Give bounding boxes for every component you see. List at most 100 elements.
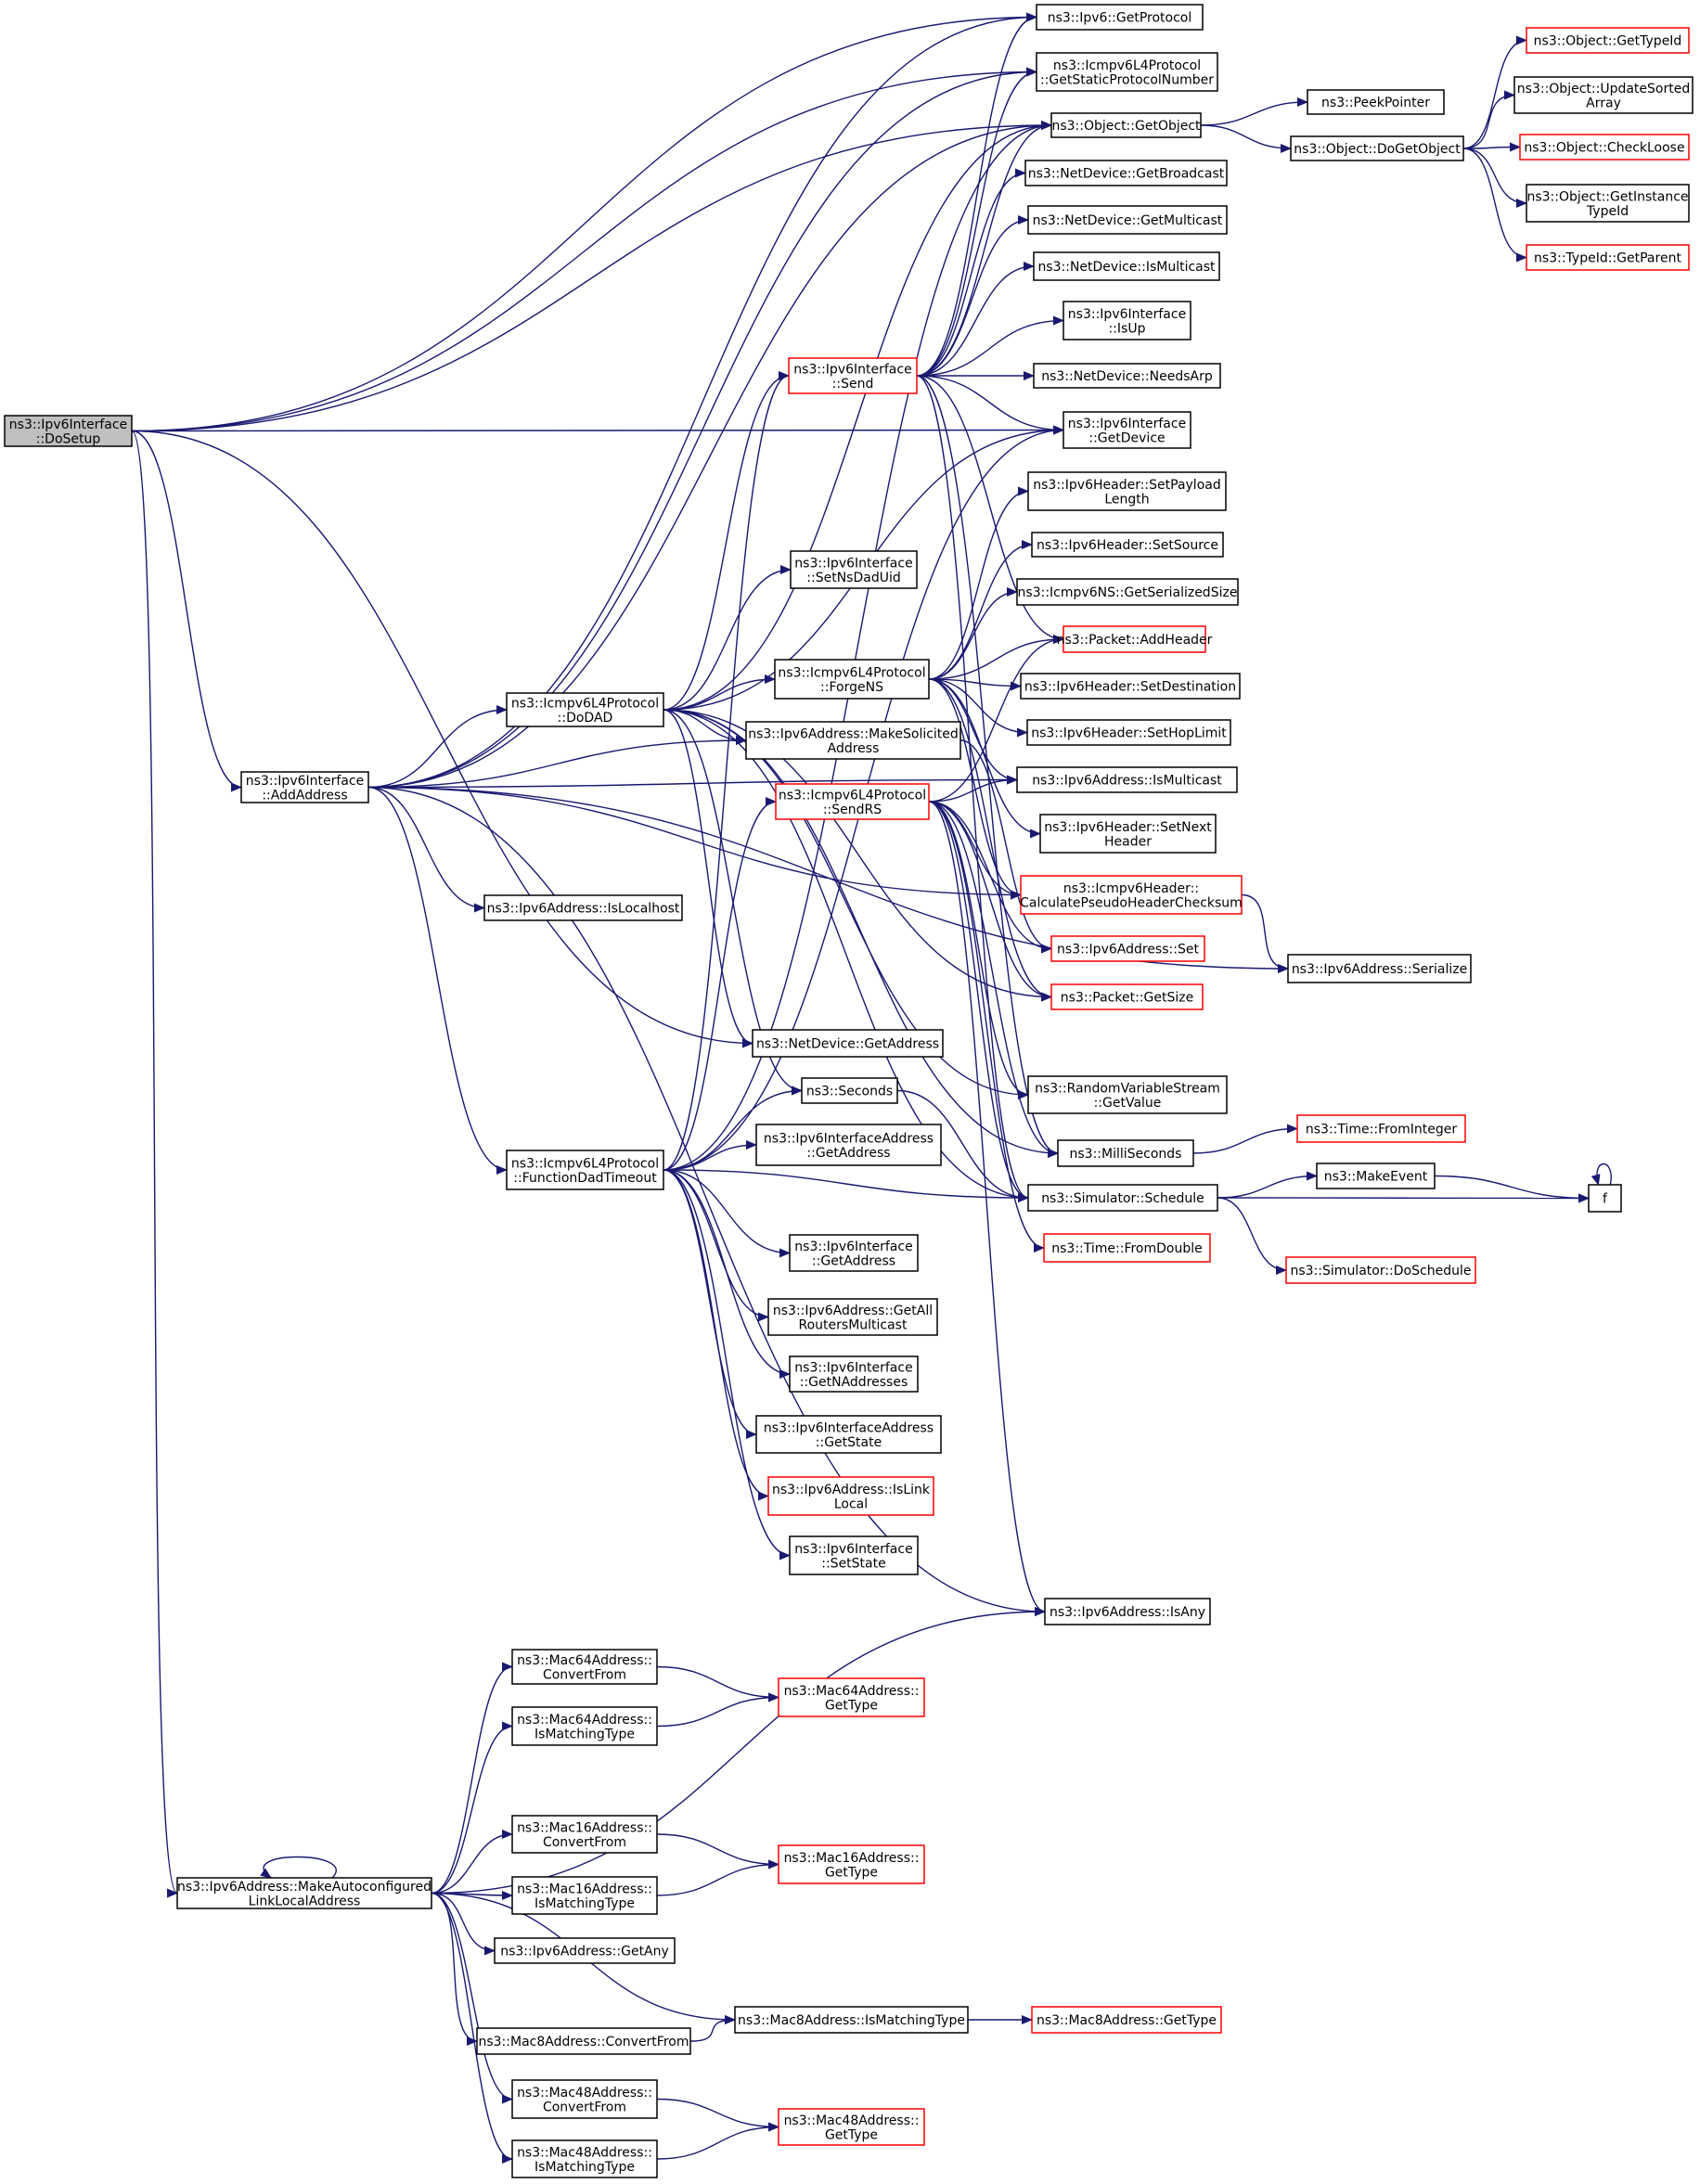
edge-layer: [131, 12, 1612, 2164]
node-mac8Convert[interactable]: ns3::Mac8Address::ConvertFrom: [476, 2027, 691, 2055]
node-label: ::GetAddress: [812, 1253, 895, 1268]
node-isMulticastDev[interactable]: ns3::NetDevice::IsMulticast: [1033, 251, 1220, 281]
node-send[interactable]: ns3::Ipv6Interface::Send: [788, 357, 918, 394]
edge-doDAD-to-seconds: [663, 709, 803, 1096]
edge-funcDad-to-getObject: [663, 121, 1052, 1171]
node-forgeNS[interactable]: ns3::Icmpv6L4Protocol::ForgeNS: [774, 659, 930, 700]
node-f[interactable]: f: [1588, 1184, 1622, 1213]
node-getSize[interactable]: ns3::Packet::GetSize: [1050, 983, 1204, 1010]
node-label: ::DoSetup: [36, 431, 101, 446]
node-box: [1285, 1256, 1476, 1284]
node-getBroadcast[interactable]: ns3::NetDevice::GetBroadcast: [1024, 160, 1228, 186]
node-getDevice[interactable]: ns3::Ipv6Interface::GetDevice: [1062, 411, 1191, 449]
node-addrIsMulticast[interactable]: ns3::Ipv6Address::IsMulticast: [1016, 766, 1238, 793]
node-makeAuto[interactable]: ns3::Ipv6Address::MakeAutoconfiguredLink…: [176, 1877, 432, 1909]
node-getProtocol[interactable]: ns3::Ipv6::GetProtocol: [1036, 4, 1204, 31]
edge-schedule-to-doSchedule: [1217, 1197, 1287, 1275]
node-box: [1033, 363, 1221, 389]
edge-addAddress-to-calcPseudo: [367, 786, 1022, 900]
node-mac16Convert[interactable]: ns3::Mac16Address::ConvertFrom: [511, 1815, 658, 1854]
node-milliSeconds[interactable]: ns3::MilliSeconds: [1057, 1139, 1194, 1167]
node-box: [801, 1077, 898, 1104]
node-label: ns3::Ipv6Address::IsLocalhost: [487, 902, 680, 917]
node-sendRS[interactable]: ns3::Icmpv6L4Protocol::SendRS: [775, 783, 930, 820]
edge-send-to-schedule: [916, 375, 1029, 1202]
node-getStatic[interactable]: ns3::Icmpv6L4Protocol::GetStaticProtocol…: [1036, 52, 1218, 92]
node-addHeader[interactable]: ns3::Packet::AddHeader: [1057, 625, 1213, 653]
edge-addAddress-to-funcDad: [367, 786, 508, 1175]
node-ifGetAddress[interactable]: ns3::Ipv6Interface::GetAddress: [789, 1234, 919, 1272]
node-box: [1016, 766, 1238, 793]
node-ifaGetAddress[interactable]: ns3::Ipv6InterfaceAddress::GetAddress: [755, 1124, 942, 1166]
edge-send-to-getMulticast: [916, 215, 1029, 377]
node-setNsDadUid[interactable]: ns3::Ipv6Interface::SetNsDadUid: [790, 550, 918, 589]
node-doSetup[interactable]: ns3::Ipv6Interface::DoSetup: [4, 415, 133, 447]
node-getMulticast[interactable]: ns3::NetDevice::GetMulticast: [1027, 205, 1228, 235]
node-doGetObject[interactable]: ns3::Object::DoGetObject: [1290, 135, 1464, 161]
node-label: ns3::Icmpv6NS::GetSerializedSize: [1018, 585, 1238, 600]
node-rvsGetValue[interactable]: ns3::RandomVariableStream::GetValue: [1027, 1075, 1228, 1114]
node-mac64Convert[interactable]: ns3::Mac64Address::ConvertFrom: [511, 1649, 658, 1685]
node-box: [506, 1150, 664, 1190]
node-mac16IsMatch[interactable]: ns3::Mac16Address::IsMatchingType: [511, 1876, 658, 1915]
node-ifSetState[interactable]: ns3::Ipv6Interface::SetState: [789, 1535, 919, 1575]
node-typeIdGetParent[interactable]: ns3::TypeId::GetParent: [1526, 244, 1690, 271]
node-funcDad[interactable]: ns3::Icmpv6L4Protocol::FunctionDadTimeou…: [506, 1150, 664, 1190]
edge-makeAuto-to-makeAuto: [260, 1856, 337, 1879]
edge-send-to-getBroadcast: [916, 168, 1026, 377]
node-box: [1519, 134, 1690, 161]
node-getObject[interactable]: ns3::Object::GetObject: [1050, 112, 1202, 138]
node-timeFromInt[interactable]: ns3::Time::FromInteger: [1296, 1114, 1466, 1143]
node-seconds[interactable]: ns3::Seconds: [801, 1077, 898, 1104]
edge-sendRS-to-schedule: [928, 801, 1029, 1202]
node-timeFromDouble[interactable]: ns3::Time::FromDouble: [1043, 1233, 1211, 1263]
node-schedule[interactable]: ns3::Simulator::Schedule: [1027, 1184, 1218, 1212]
node-mac8GetType[interactable]: ns3::Mac8Address::GetType: [1031, 2006, 1222, 2034]
node-mac48Convert[interactable]: ns3::Mac48Address::ConvertFrom: [511, 2079, 658, 2119]
edge-funcDad-to-ifaGetAddress: [663, 1140, 757, 1171]
node-isLocalhost[interactable]: ns3::Ipv6Address::IsLocalhost: [483, 894, 683, 921]
node-doDAD[interactable]: ns3::Icmpv6L4Protocol::DoDAD: [506, 692, 664, 727]
node-serialize[interactable]: ns3::Ipv6Address::Serialize: [1287, 954, 1472, 983]
node-ndGetAddress[interactable]: ns3::NetDevice::GetAddress: [752, 1029, 944, 1058]
node-addrSet[interactable]: ns3::Ipv6Address::Set: [1050, 935, 1205, 962]
node-mac48GetType[interactable]: ns3::Mac48Address::GetType: [778, 2108, 925, 2146]
edge-doGetObject-to-checkLoose: [1462, 142, 1521, 152]
node-getAny[interactable]: ns3::Ipv6Address::GetAny: [494, 1937, 676, 1964]
node-setDest[interactable]: ns3::Ipv6Header::SetDestination: [1020, 673, 1241, 700]
node-mac48IsMatch[interactable]: ns3::Mac48Address::IsMatchingType: [511, 2139, 658, 2178]
node-setSource[interactable]: ns3::Ipv6Header::SetSource: [1031, 532, 1224, 558]
node-box: [778, 1844, 925, 1884]
node-ifIsUp[interactable]: ns3::Ipv6Interface::IsUp: [1062, 301, 1191, 340]
node-getTypeId[interactable]: ns3::Object::GetTypeId: [1526, 27, 1690, 54]
node-mac8IsMatch[interactable]: ns3::Mac8Address::IsMatchingType: [734, 2006, 969, 2034]
node-getNAddr[interactable]: ns3::Ipv6Interface::GetNAddresses: [789, 1355, 919, 1393]
node-mac64IsMatch[interactable]: ns3::Mac64Address::IsMatchingType: [511, 1706, 658, 1746]
node-label: ns3::Ipv6Header::SetDestination: [1024, 680, 1236, 695]
node-calcPseudo[interactable]: ns3::Icmpv6Header::CalculatePseudoHeader…: [1020, 875, 1243, 915]
node-box: [1057, 1139, 1194, 1167]
node-doSchedule[interactable]: ns3::Simulator::DoSchedule: [1285, 1256, 1476, 1284]
node-mac64GetType[interactable]: ns3::Mac64Address::GetType: [778, 1677, 925, 1717]
node-label: Array: [1586, 96, 1621, 110]
node-setHopLimit[interactable]: ns3::Ipv6Header::SetHopLimit: [1026, 719, 1231, 746]
edge-makeAuto-to-mac64IsMatch: [431, 1721, 513, 1895]
node-addAddress[interactable]: ns3::Ipv6Interface::AddAddress: [240, 771, 369, 803]
node-mac16GetType[interactable]: ns3::Mac16Address::GetType: [778, 1844, 925, 1884]
node-needsArp[interactable]: ns3::NetDevice::NeedsArp: [1033, 363, 1221, 389]
node-label: ns3::Ipv6Interface: [794, 1240, 912, 1254]
node-makeEvent[interactable]: ns3::MakeEvent: [1316, 1163, 1436, 1189]
node-checkLoose[interactable]: ns3::Object::CheckLoose: [1519, 134, 1690, 161]
node-ifaGetState[interactable]: ns3::Ipv6InterfaceAddress::GetState: [755, 1415, 942, 1454]
node-icmpNsSize[interactable]: ns3::Icmpv6NS::GetSerializedSize: [1016, 578, 1239, 606]
node-peekPointer[interactable]: ns3::PeekPointer: [1307, 89, 1445, 115]
node-isAny[interactable]: ns3::Ipv6Address::IsAny: [1044, 1598, 1211, 1625]
node-box: [1027, 1184, 1218, 1212]
